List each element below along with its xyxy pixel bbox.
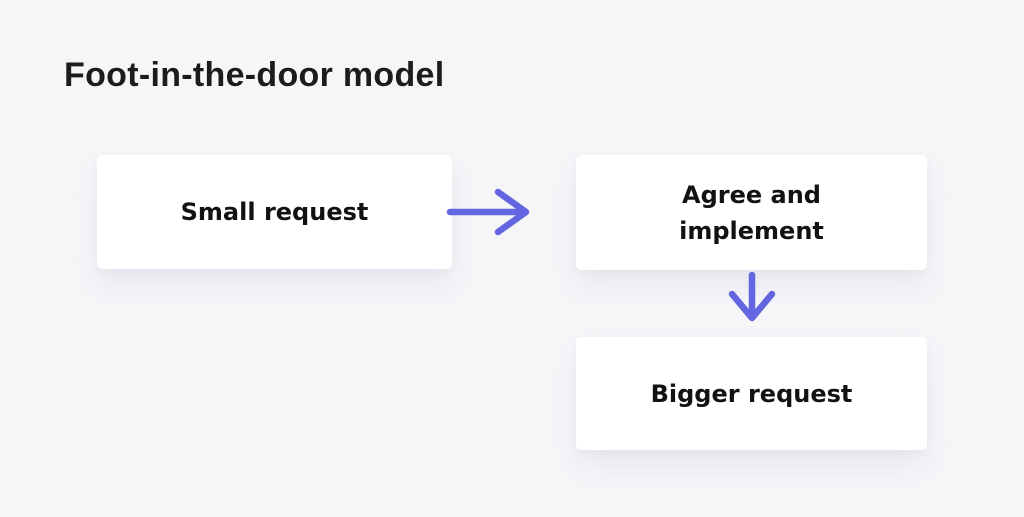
node-small-request: Small request (97, 155, 452, 269)
node-agree-and-implement-label: Agree and implement (679, 180, 824, 245)
arrow-right-icon (446, 185, 536, 239)
node-small-request-label: Small request (180, 198, 369, 226)
node-bigger-request-label: Bigger request (650, 379, 853, 408)
arrow-down-icon (725, 271, 779, 323)
node-agree-and-implement: Agree and implement (576, 155, 927, 270)
page-title: Foot-in-the-door model (64, 56, 445, 94)
node-bigger-request: Bigger request (576, 337, 927, 450)
